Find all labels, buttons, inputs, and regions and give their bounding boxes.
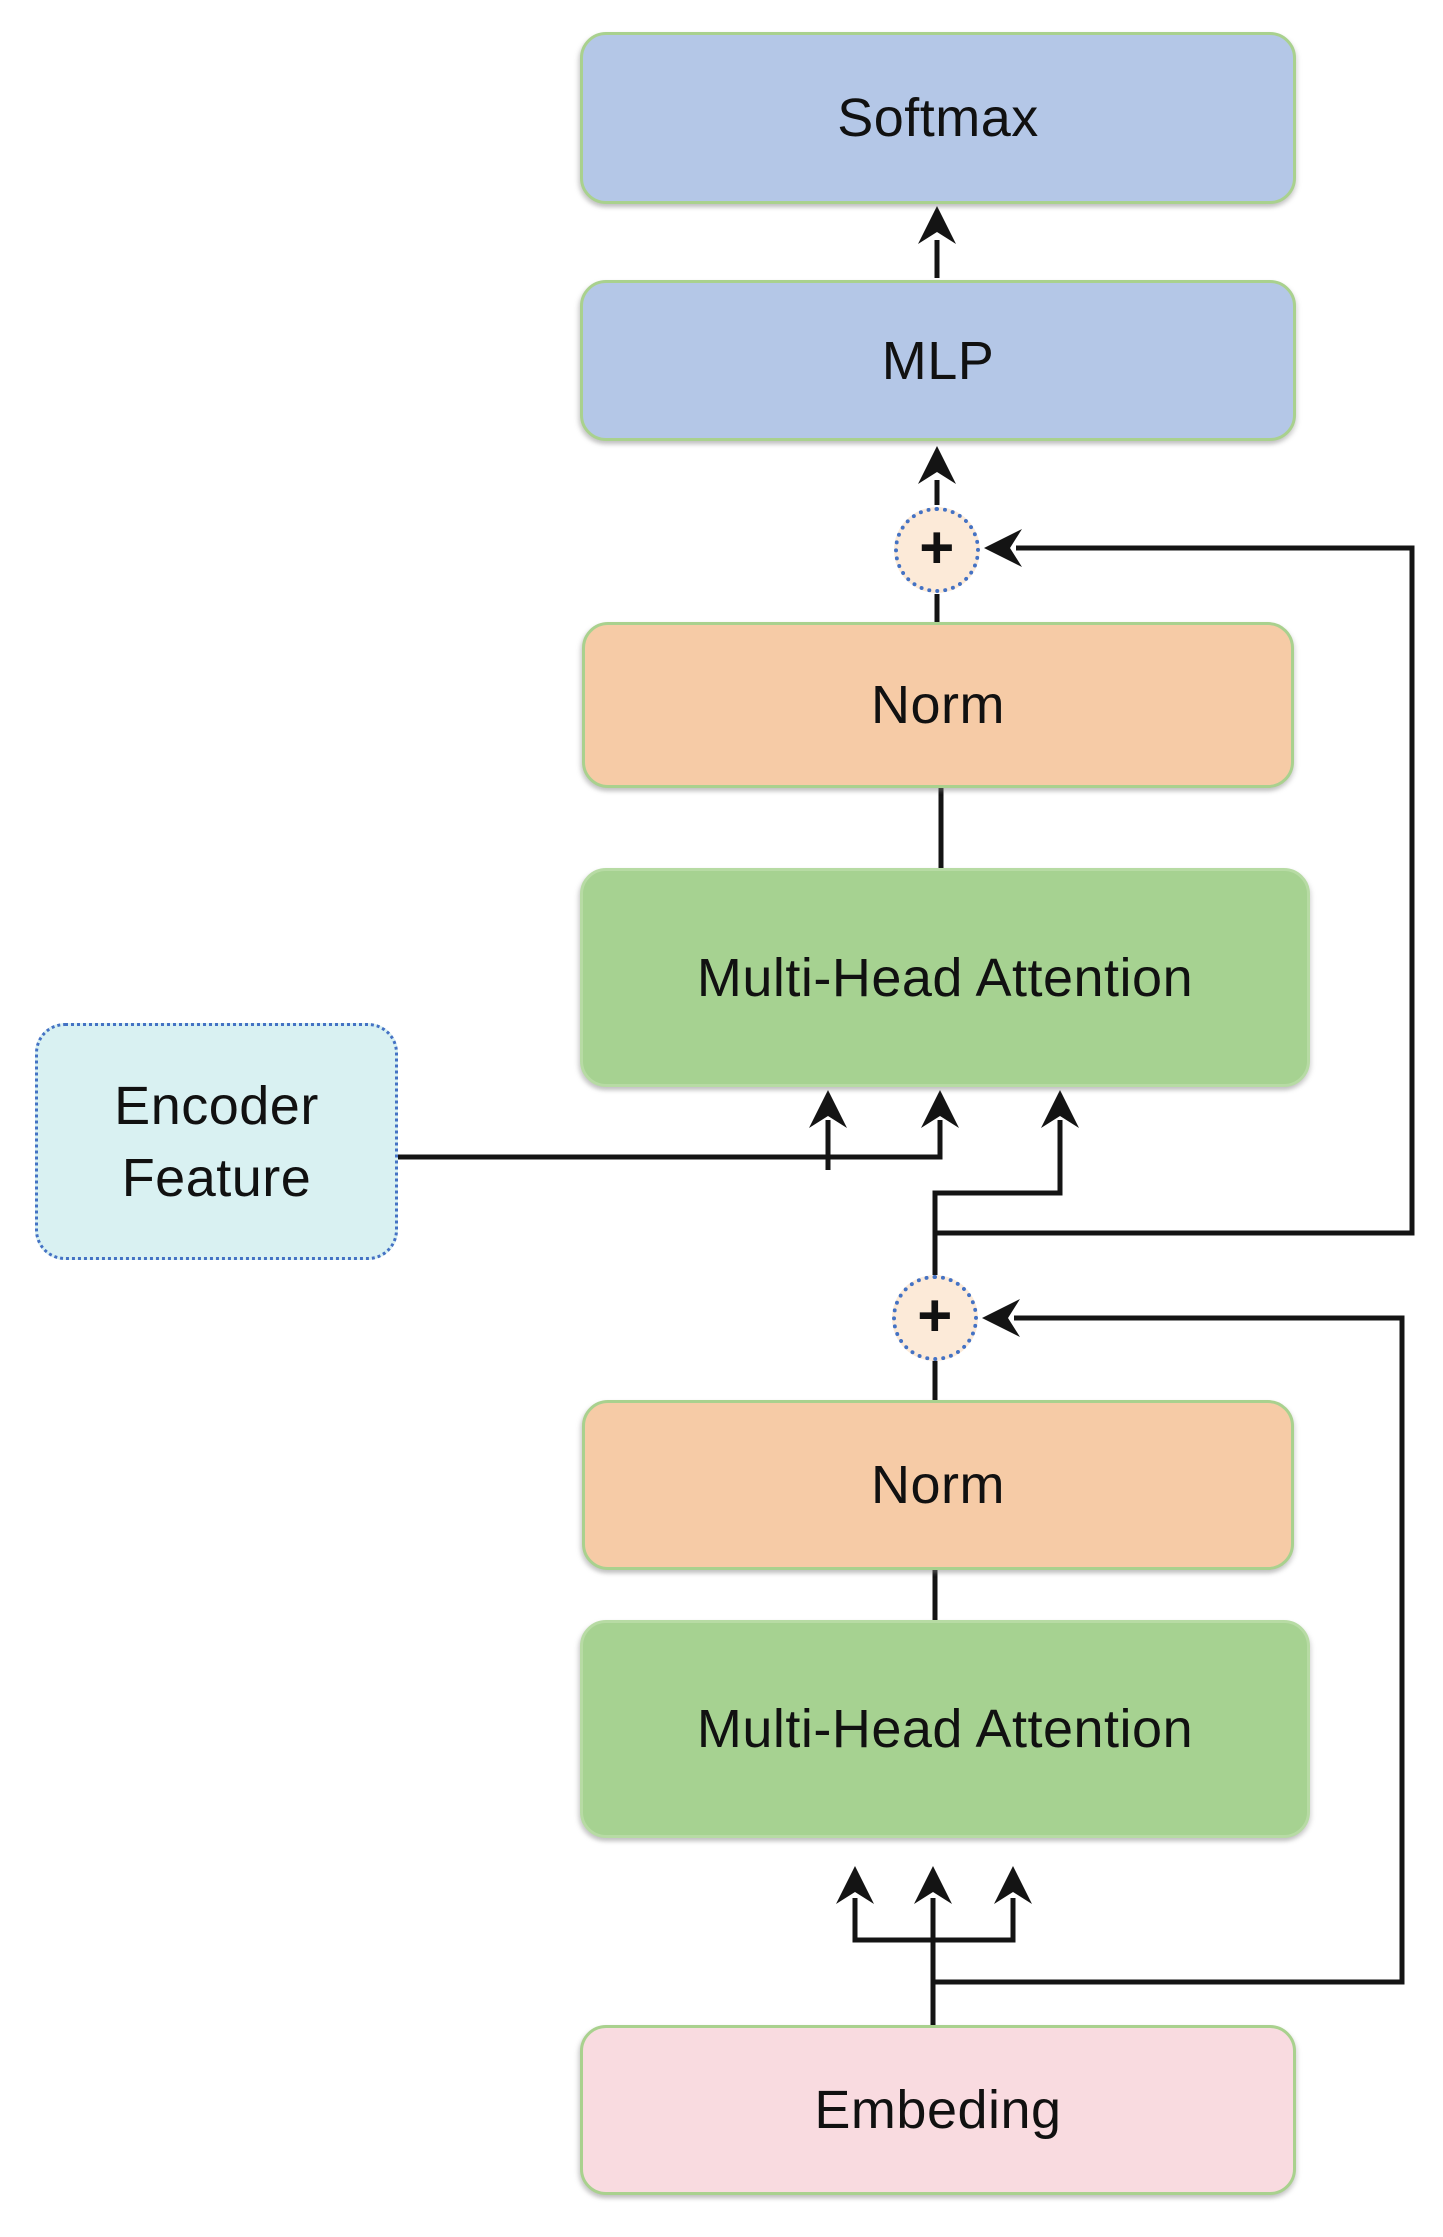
plus-icon: +	[919, 514, 955, 581]
embedding-label: Embeding	[814, 2080, 1062, 2140]
edge-encoder-to-mhatop	[398, 1120, 943, 1160]
edge-addbottom-to-mhatop	[932, 1120, 1063, 1275]
norm-bottom-label: Norm	[871, 1455, 1005, 1515]
arrowhead-left-addbottom	[982, 1299, 1020, 1337]
plus-icon: +	[917, 1282, 953, 1349]
norm-bottom-node: Norm	[582, 1400, 1294, 1570]
multi-head-attention-top-label: Multi-Head Attention	[696, 947, 1194, 1008]
arrowhead-up-mhabottom-left	[836, 1866, 874, 1904]
edge-embedding-bracket	[852, 1898, 1016, 1943]
encoder-feature-label: Encoder Feature	[114, 1075, 319, 1208]
arrowhead-up-mhatop-left	[809, 1090, 847, 1128]
norm-top-label: Norm	[871, 675, 1005, 735]
multi-head-attention-bottom-label: Multi-Head Attention	[696, 1699, 1194, 1759]
softmax-node: Softmax	[580, 32, 1296, 204]
arrowhead-up-mlp	[918, 446, 956, 484]
arrowhead-left-addtop	[984, 529, 1022, 567]
edge-skip-to-addbottom	[933, 1315, 1405, 1985]
embedding-node: Embeding	[580, 2025, 1296, 2195]
arrowhead-up-mhatop-middle	[921, 1090, 959, 1128]
multi-head-attention-top-node: Multi-Head Attention	[580, 868, 1310, 1087]
add-bottom-node: +	[892, 1275, 978, 1361]
arrowhead-up-mhatop-right	[1041, 1090, 1079, 1128]
encoder-feature-node: Encoder Feature	[35, 1023, 398, 1260]
arrowhead-up-mhabottom-right	[994, 1866, 1032, 1904]
edge-skip-to-addtop	[935, 545, 1415, 1236]
softmax-label: Softmax	[837, 88, 1039, 148]
arrowhead-up-softmax	[918, 206, 956, 244]
mlp-label: MLP	[881, 330, 995, 391]
norm-top-node: Norm	[582, 622, 1294, 788]
arrowhead-up-mhabottom-middle	[914, 1866, 952, 1904]
mlp-node: MLP	[580, 280, 1296, 441]
add-top-node: +	[894, 507, 980, 593]
multi-head-attention-bottom-node: Multi-Head Attention	[580, 1620, 1310, 1838]
